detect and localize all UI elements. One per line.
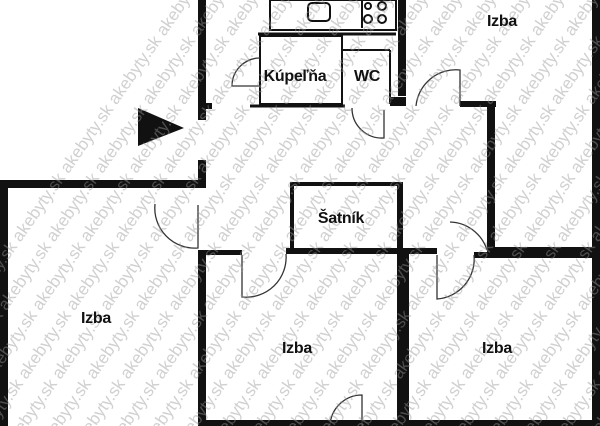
wall — [390, 97, 406, 106]
wall — [198, 250, 206, 426]
room-label-izba-bottom-right: Izba — [482, 340, 512, 357]
room-label-wc: WC — [353, 68, 381, 85]
wall — [198, 420, 600, 426]
wall — [592, 0, 600, 255]
stove-burner-icon — [364, 2, 372, 10]
wall — [403, 248, 437, 254]
door-swing — [436, 254, 475, 300]
wall — [487, 101, 495, 251]
stove-burner-icon — [377, 1, 387, 11]
wall — [198, 103, 212, 109]
wall — [397, 182, 403, 426]
sink-icon — [307, 2, 331, 22]
wall — [0, 180, 206, 188]
door-swing — [231, 57, 261, 87]
wall — [398, 0, 406, 96]
wall — [592, 252, 600, 426]
door-swing — [449, 221, 488, 251]
room-label-izba-center: Izba — [282, 340, 312, 357]
room-label-izba-left: Izba — [81, 310, 111, 327]
stove-burner-icon — [377, 14, 387, 24]
room-label-izba-top-right: Izba — [487, 13, 517, 30]
door-swing — [415, 69, 461, 107]
room-label-satnik: Šatník — [317, 210, 365, 227]
wall — [286, 248, 436, 254]
doors — [154, 57, 488, 426]
kitchen-counter — [269, 0, 397, 31]
wall — [198, 250, 242, 255]
entrance-arrow-icon — [138, 108, 184, 146]
door-swing — [351, 107, 385, 139]
door-swing — [329, 394, 363, 426]
wall — [290, 182, 402, 186]
stove-burner-icon — [363, 14, 373, 24]
wall — [198, 160, 206, 188]
wall — [290, 182, 294, 250]
wall — [403, 252, 409, 426]
bathroom-outline — [259, 35, 343, 105]
thin-walls — [250, 0, 397, 108]
wall — [198, 0, 206, 120]
wall — [487, 247, 600, 255]
wall — [460, 101, 496, 107]
wall — [474, 252, 600, 258]
wall — [0, 180, 8, 426]
door-swing — [154, 203, 199, 249]
door-swing — [241, 253, 287, 298]
room-label-kupelna: Kúpeľňa — [263, 68, 327, 85]
